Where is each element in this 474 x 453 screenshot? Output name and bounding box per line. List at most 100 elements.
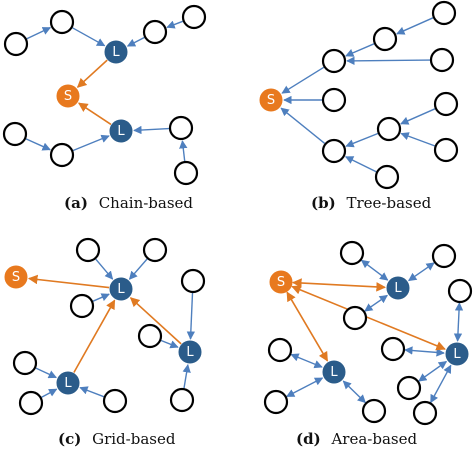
sink-label: S (267, 93, 275, 108)
blue-edge-b-b10-b6 (344, 156, 377, 173)
sensor-node (180, 268, 206, 294)
sensor-node (321, 87, 347, 113)
leader-node (178, 340, 202, 364)
blue-edge-a-n7-L2 (133, 125, 170, 135)
sensor-node (169, 387, 195, 413)
sensor-node (3, 31, 29, 57)
sensor-node (376, 116, 402, 142)
blue-edge-c-c1-L1 (95, 258, 114, 280)
sensor-node (263, 389, 289, 415)
sensor-node (433, 91, 459, 117)
orange-edge-c-L1-S (27, 274, 110, 289)
caption-a-tag: (a) (64, 194, 88, 212)
leader-label: L (453, 347, 461, 362)
sink-label: S (12, 270, 20, 285)
blue-edge-b-b2-b1 (345, 43, 375, 57)
sink-node (269, 270, 293, 294)
panel-c (27, 258, 196, 398)
orange-edge-a-L2-S (77, 102, 112, 126)
blue-edge-c-c5-L2 (160, 339, 179, 349)
blue-edge-c-c2-L1 (128, 258, 148, 280)
sensor-node (102, 388, 128, 414)
blue-edge-a-n5-n6 (25, 138, 51, 151)
blue-edge-a-n1-n2 (26, 26, 52, 40)
caption-d: (d) Area-based (296, 430, 417, 448)
sensor-node (431, 243, 457, 269)
blue-edge-b-b6-S (280, 107, 326, 144)
orange-edge-d-S-L3 (286, 291, 329, 362)
sensor-node (2, 121, 28, 147)
orange-edge-c-L2-L1 (129, 297, 182, 345)
sensor-node (12, 350, 38, 376)
sensor-node (447, 278, 473, 304)
sensor-node (168, 115, 194, 141)
caption-c: (c) Grid-based (58, 430, 176, 448)
leader-label: L (186, 345, 194, 360)
orange-edge-d-S-L1 (292, 278, 386, 292)
sensor-node (321, 48, 347, 74)
leader-label: L (117, 124, 125, 139)
orange-edge-a-L1-S (76, 59, 108, 88)
sensor-node (137, 323, 163, 349)
caption-b-text: Tree-based (346, 194, 431, 212)
leader-node (445, 342, 469, 366)
panel-b (280, 17, 436, 173)
sensor-node (374, 164, 400, 190)
sensor-node (380, 336, 406, 362)
blue-edge-d-d7-L3 (285, 377, 324, 398)
caption-b-tag: (b) (311, 194, 336, 212)
caption-c-tag: (c) (58, 430, 81, 448)
leader-node (109, 277, 133, 301)
blue-edge-b-b7-b6 (345, 132, 379, 148)
blue-edge-c-c9-L2 (182, 363, 191, 389)
blue-edge-d-d3-L2 (453, 302, 464, 342)
sensor-node (361, 398, 387, 424)
sink-label: S (64, 89, 72, 104)
edges-layer (25, 17, 464, 404)
leader-node (56, 371, 80, 395)
sensor-node (396, 375, 422, 401)
panel-a-nodes: L S L (2, 4, 207, 186)
sensor-node (173, 160, 199, 186)
blue-edge-b-b8-b7 (400, 108, 436, 125)
caption-c-text: Grid-based (92, 430, 176, 448)
leader-node (109, 119, 133, 143)
blue-edge-a-n2-L1 (72, 27, 106, 47)
blue-edge-c-c8-L3 (79, 386, 105, 398)
caption-d-tag: (d) (296, 430, 321, 448)
blue-edge-a-n6-L2 (72, 134, 110, 152)
blue-edge-a-n3-L1 (126, 36, 145, 47)
blue-edge-d-d6-L3 (290, 353, 323, 369)
sensor-node (75, 237, 101, 263)
panel-c-nodes: S L L L (4, 237, 206, 416)
leader-label: L (64, 376, 72, 391)
leader-node (104, 40, 128, 64)
leader-node (322, 360, 346, 384)
sensor-node (49, 142, 75, 168)
blue-edge-c-c7-L3 (41, 388, 58, 398)
blue-edge-b-b3-b2 (396, 17, 434, 35)
orange-edge-c-L3-L1 (73, 299, 116, 373)
caption-b: (b) Tree-based (311, 194, 432, 212)
blue-edge-d-d9-L2 (418, 360, 448, 382)
sensor-node (49, 9, 75, 35)
sensor-node (339, 240, 365, 266)
blue-edge-a-n8-n7 (179, 140, 188, 162)
blue-edge-d-d2-L1 (408, 262, 435, 282)
sensor-node (142, 19, 168, 45)
sink-node (259, 88, 283, 112)
blue-edge-c-c3-L1 (92, 293, 110, 302)
leader-label: L (112, 45, 120, 60)
blue-edge-a-n4-n3 (166, 20, 184, 29)
leader-label: L (394, 281, 402, 296)
sensor-node (267, 337, 293, 363)
blue-edge-c-c6-L3 (35, 367, 57, 379)
sensor-node (181, 4, 207, 30)
sensor-node (433, 137, 459, 163)
blue-edge-b-b1-S (281, 66, 325, 94)
blue-edge-b-b4-b1 (346, 56, 431, 66)
leader-label: L (117, 282, 125, 297)
